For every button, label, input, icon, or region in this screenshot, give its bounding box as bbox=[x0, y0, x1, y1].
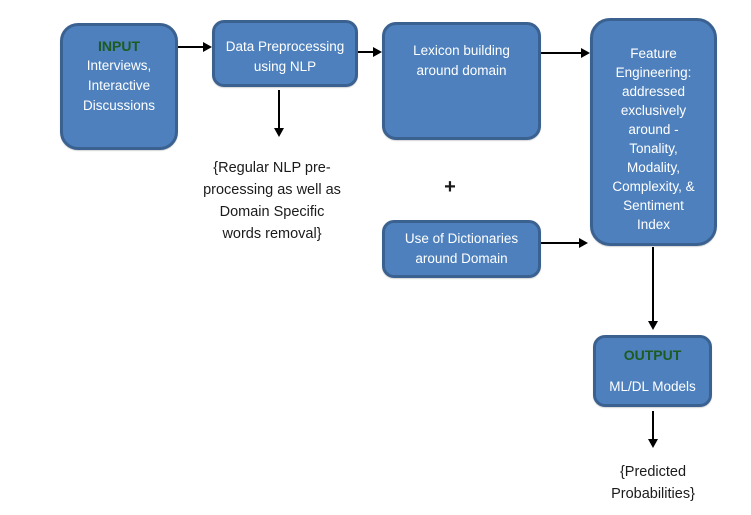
output-box-title: OUTPUT bbox=[623, 347, 682, 363]
arrow-output-to-predicted-icon bbox=[652, 411, 654, 439]
predicted-probabilities-note: {Predicted Probabilities} bbox=[611, 464, 695, 502]
lexicon-building-box: Lexicon building around domain bbox=[382, 22, 541, 140]
arrow-preprocessing-to-lexicon-icon bbox=[358, 51, 373, 53]
output-box-body: ML/DL Models bbox=[609, 379, 696, 394]
arrow-preprocessing-to-note-icon bbox=[278, 90, 280, 128]
nlp-preprocessing-note: {Regular NLP pre- processing as well as … bbox=[203, 160, 341, 242]
input-box-title: INPUT bbox=[98, 37, 140, 54]
dictionaries-label: Use of Dictionaries around Domain bbox=[404, 231, 519, 266]
input-box-body: Interviews, Interactive Discussions bbox=[82, 57, 156, 113]
input-box: INPUT Interviews, Interactive Discussion… bbox=[60, 23, 178, 150]
feature-engineering-label: Feature Engineering: addressed exclusive… bbox=[612, 46, 695, 232]
data-preprocessing-label: Data Preprocessing using NLP bbox=[225, 39, 345, 74]
arrow-feature-to-output-icon bbox=[652, 247, 654, 321]
feature-engineering-box: Feature Engineering: addressed exclusive… bbox=[590, 18, 717, 246]
output-box: OUTPUT ML/DL Models bbox=[593, 335, 712, 407]
data-preprocessing-box: Data Preprocessing using NLP bbox=[212, 20, 358, 87]
plus-sign: + bbox=[444, 176, 456, 198]
lexicon-building-label: Lexicon building around domain bbox=[413, 43, 510, 78]
arrow-lexicon-to-feature-icon bbox=[541, 52, 581, 54]
arrow-input-to-preprocessing-icon bbox=[178, 46, 203, 48]
arrow-dictionaries-to-feature-icon bbox=[541, 242, 579, 244]
dictionaries-box: Use of Dictionaries around Domain bbox=[382, 220, 541, 278]
